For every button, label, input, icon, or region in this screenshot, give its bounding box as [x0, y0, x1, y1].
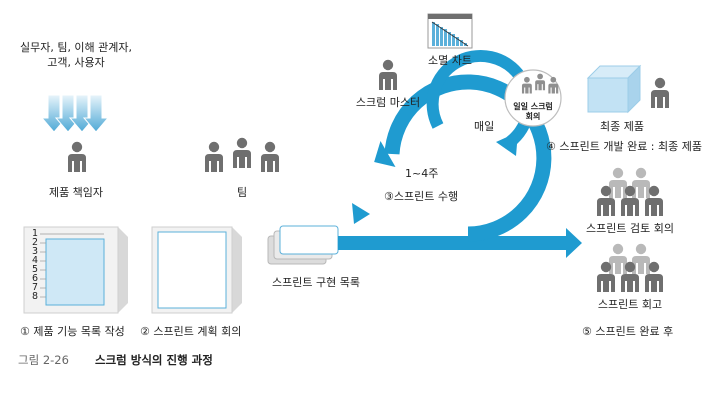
backlog-number: 5 [32, 264, 39, 275]
scrum-master-icon [379, 59, 397, 90]
scrum-master-label: 스크럼 마스터 [355, 96, 421, 109]
final-product-label: 최종 제품 [600, 120, 644, 133]
main-flow-arrow [338, 228, 582, 258]
daily-meeting-label: 일일 스크럼 회의 [513, 102, 553, 122]
stakeholders-line-1: 실무자, 팀, 이해 관계자, [19, 41, 133, 54]
sprint-review-group-icon [597, 167, 663, 216]
daily-meeting-line-1: 일일 스크럼 [513, 102, 553, 111]
burndown-label: 소멸 차트 [428, 54, 472, 67]
backlog-number: 3 [32, 246, 39, 257]
sprint-execution-label: ③스프린트 수행 [384, 190, 459, 203]
backlog-number: 1 [32, 228, 39, 239]
backlog-step-label: ① 제품 기능 목록 작성 [20, 325, 125, 338]
backlog-number: 8 [32, 291, 39, 302]
figure-number: 그림 2-26 [18, 353, 69, 367]
daily-label: 매일 [474, 120, 495, 133]
product-owner-icon [68, 141, 86, 172]
after-sprint-label: ⑤ 스프린트 완료 후 [582, 325, 674, 338]
stakeholders-label: 실무자, 팀, 이해 관계자, 고객, 사용자 [20, 40, 132, 70]
sprint-done-label: ④ 스프린트 개발 완료 : 최종 제품 [546, 140, 702, 153]
daily-cycle-arrowhead [496, 132, 518, 156]
sprint-cycle-arrowhead [352, 203, 370, 224]
product-backlog-document [23, 226, 128, 314]
backlog-number: 6 [32, 273, 39, 284]
daily-scrum-meeting-icon [504, 69, 562, 127]
figure-title: 스크럼 방식의 진행 과정 [95, 353, 213, 367]
planning-step-label: ② 스프린트 계획 회의 [140, 325, 242, 338]
stakeholder-arrows [40, 94, 110, 133]
sprint-review-label: 스프린트 검토 회의 [586, 222, 674, 235]
product-owner-label: 제품 책임자 [48, 186, 104, 199]
backlog-number: 7 [32, 282, 39, 293]
sprint-retro-label: 스프린트 회고 [597, 298, 663, 311]
sprint-backlog-stack [267, 225, 339, 265]
sprint-retro-group-icon [597, 243, 663, 292]
burndown-chart-icon [427, 13, 473, 49]
final-product-box [586, 64, 642, 114]
sprint-backlog-label: 스프린트 구현 목록 [272, 276, 360, 289]
backlog-number: 2 [32, 237, 39, 248]
sprint-duration-label: 1~4주 [405, 167, 439, 180]
sprint-planning-document [151, 226, 242, 314]
backlog-number: 4 [32, 255, 39, 266]
stakeholders-line-2: 고객, 사용자 [47, 56, 105, 69]
team-label: 팀 [236, 186, 248, 199]
final-product-person-icon [651, 77, 669, 108]
daily-meeting-line-2: 회의 [525, 112, 541, 121]
team-icon [205, 137, 279, 172]
